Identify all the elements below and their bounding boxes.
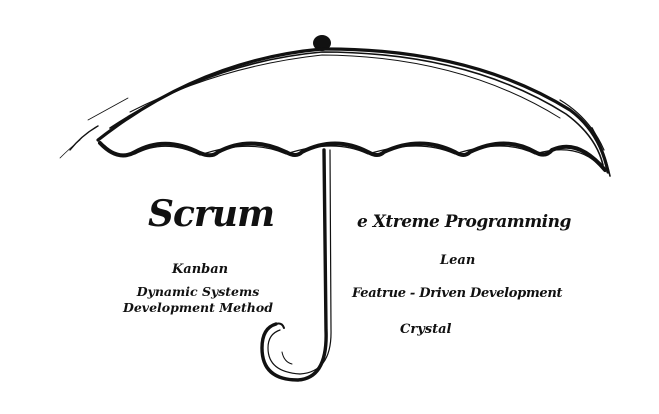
- label-dsdm: Dynamic Systems Development Method: [123, 284, 273, 315]
- label-kanban: Kanban: [172, 262, 229, 277]
- label-lean: Lean: [440, 253, 476, 268]
- label-crystal: Crystal: [400, 322, 452, 337]
- label-extreme-programming: e Xtreme Programming: [357, 212, 571, 232]
- umbrella-canopy: [59, 47, 611, 177]
- label-scrum: Scrum: [148, 193, 275, 235]
- umbrella-handle: [260, 148, 332, 382]
- umbrella-tip: [313, 35, 331, 51]
- umbrella-scallops: [98, 141, 607, 172]
- label-feature-driven-development: Featrue - Driven Development: [352, 286, 563, 301]
